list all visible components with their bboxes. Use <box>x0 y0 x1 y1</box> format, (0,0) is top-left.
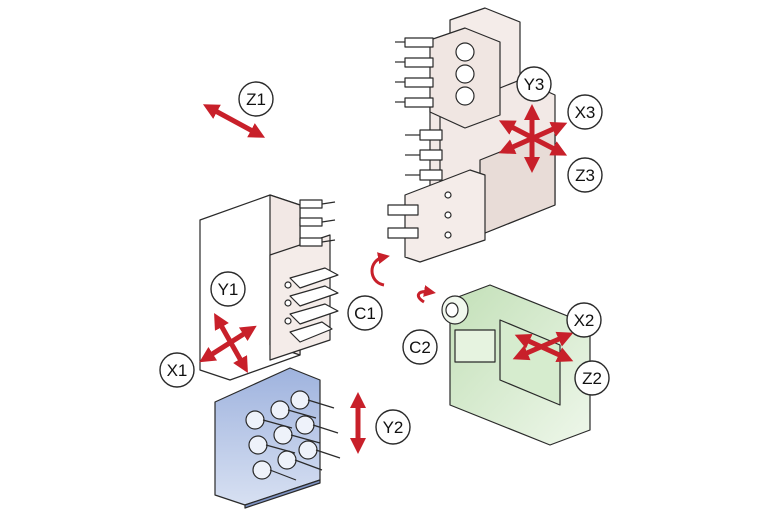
axis-label-x3: X3 <box>567 94 603 130</box>
z1-arrow <box>202 104 266 138</box>
axis-label-x3-text: X3 <box>575 103 596 122</box>
axis-label-z1-text: Z1 <box>246 90 266 109</box>
axis-label-z3-text: Z3 <box>575 166 595 185</box>
upper-turret <box>387 7 556 263</box>
axis-label-y3-text: Y3 <box>524 75 545 94</box>
axis-label-c1: C1 <box>347 295 383 331</box>
axis-label-x2: X2 <box>566 302 602 338</box>
axis-label-x2-text: X2 <box>574 311 595 330</box>
axis-label-y2-text: Y2 <box>383 418 404 437</box>
upper-mid-tools <box>405 129 443 181</box>
left-cutting-inserts <box>284 267 339 343</box>
axis-label-z2: Z2 <box>574 360 610 396</box>
axis-label-y1-text: Y1 <box>218 280 239 299</box>
sub-spindle-motion-arrows <box>512 331 574 362</box>
axis-label-z3: Z3 <box>567 157 603 193</box>
left-turret-motion-arrows <box>199 313 257 373</box>
left-drill-tools <box>299 199 336 247</box>
axis-label-y3: Y3 <box>516 66 552 102</box>
axis-label-x1-text: X1 <box>167 361 188 380</box>
left-turret <box>199 194 339 381</box>
axis-label-z2-text: Z2 <box>582 369 602 388</box>
upper-turret-motion-arrows <box>498 103 568 174</box>
axis-label-x1: X1 <box>159 352 195 388</box>
axis-label-c1-text: C1 <box>354 304 376 323</box>
axis-label-c2-text: C2 <box>409 338 431 357</box>
sub-spindle <box>441 284 591 446</box>
upper-drill-tools <box>395 37 475 108</box>
axis-label-y2: Y2 <box>375 409 411 445</box>
axis-label-y1: Y1 <box>210 271 246 307</box>
live-tool-spindles <box>245 390 341 481</box>
c1-rotation-arrow <box>370 252 390 287</box>
c2-rotation-arrow <box>416 285 436 304</box>
live-tool-block <box>214 367 341 509</box>
upper-lower-inserts <box>387 191 452 239</box>
axis-label-c2: C2 <box>402 329 438 365</box>
axis-label-z1: Z1 <box>238 81 274 117</box>
